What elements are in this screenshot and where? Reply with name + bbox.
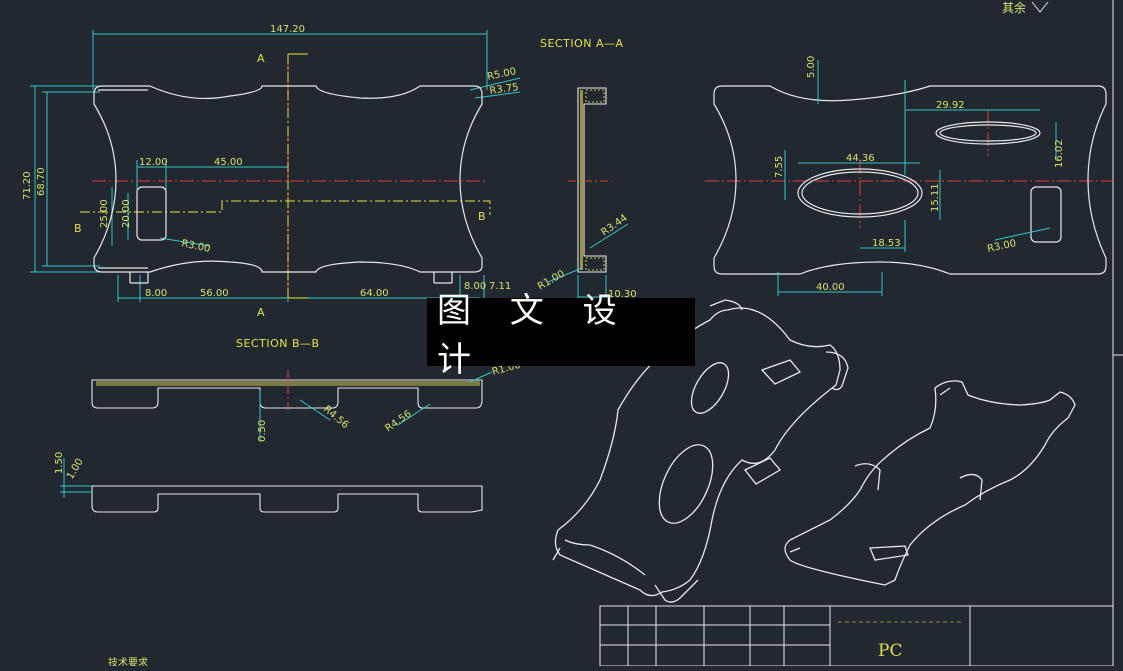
section-marker-a-top: A: [257, 52, 265, 65]
dim-inner-height: 68.70: [36, 167, 47, 196]
section-bb-title: SECTION B—B: [236, 337, 320, 350]
watermark-stamp: 图 文 设 计: [427, 291, 695, 380]
dim-slot-20: 20.00: [121, 199, 132, 228]
dim-back-1853: 18.53: [872, 238, 901, 249]
section-marker-b-left: B: [74, 222, 82, 235]
dim-bottom-64: 64.00: [360, 288, 389, 299]
dim-back-4000: 40.00: [816, 282, 845, 293]
dim-bottom-711: 7.11: [489, 281, 511, 292]
dim-radius-r375: R3.75: [489, 82, 519, 97]
dim-offset-12: 12.00: [139, 157, 168, 168]
section-marker-b-right: B: [478, 210, 486, 223]
material-label: PC: [878, 641, 902, 661]
dim-slot-25: 25.00: [99, 199, 110, 228]
dim-outer-height: 71.20: [22, 171, 33, 200]
dim-bottom-8: 8.00: [145, 288, 167, 299]
dim-overall-length: 147.20: [270, 24, 305, 35]
dim-back-1511: 15.11: [930, 183, 941, 212]
roughness-symbol-icon: [1031, 1, 1049, 13]
dim-aa-1030: 10.30: [608, 289, 637, 300]
dim-offset-45: 45.00: [214, 157, 243, 168]
dim-bb-050: 0.50: [257, 420, 268, 442]
roughness-note: 其余: [1002, 0, 1026, 15]
isometric-view-front: [552, 299, 849, 603]
tech-requirements-note: 技术要求: [108, 656, 148, 666]
dim-bottom-8b: 8.00: [464, 281, 486, 292]
dim-back-1602: 16.02: [1054, 139, 1065, 168]
dim-back-755: 7.55: [774, 156, 785, 178]
isometric-view-back: [784, 380, 1076, 586]
section-aa-title: SECTION A—A: [540, 37, 624, 50]
dim-side-150: 1.50: [54, 452, 65, 474]
section-marker-a-bottom: A: [257, 306, 265, 319]
dim-back-4436: 44.36: [846, 153, 875, 164]
dim-back-500: 5.00: [806, 56, 817, 78]
dim-back-2992: 29.92: [936, 100, 965, 111]
plan-view: 147.20 71.20 68.70 R5.00 R3.75 12.00 45.…: [22, 24, 521, 319]
dim-bottom-56: 56.00: [200, 288, 229, 299]
